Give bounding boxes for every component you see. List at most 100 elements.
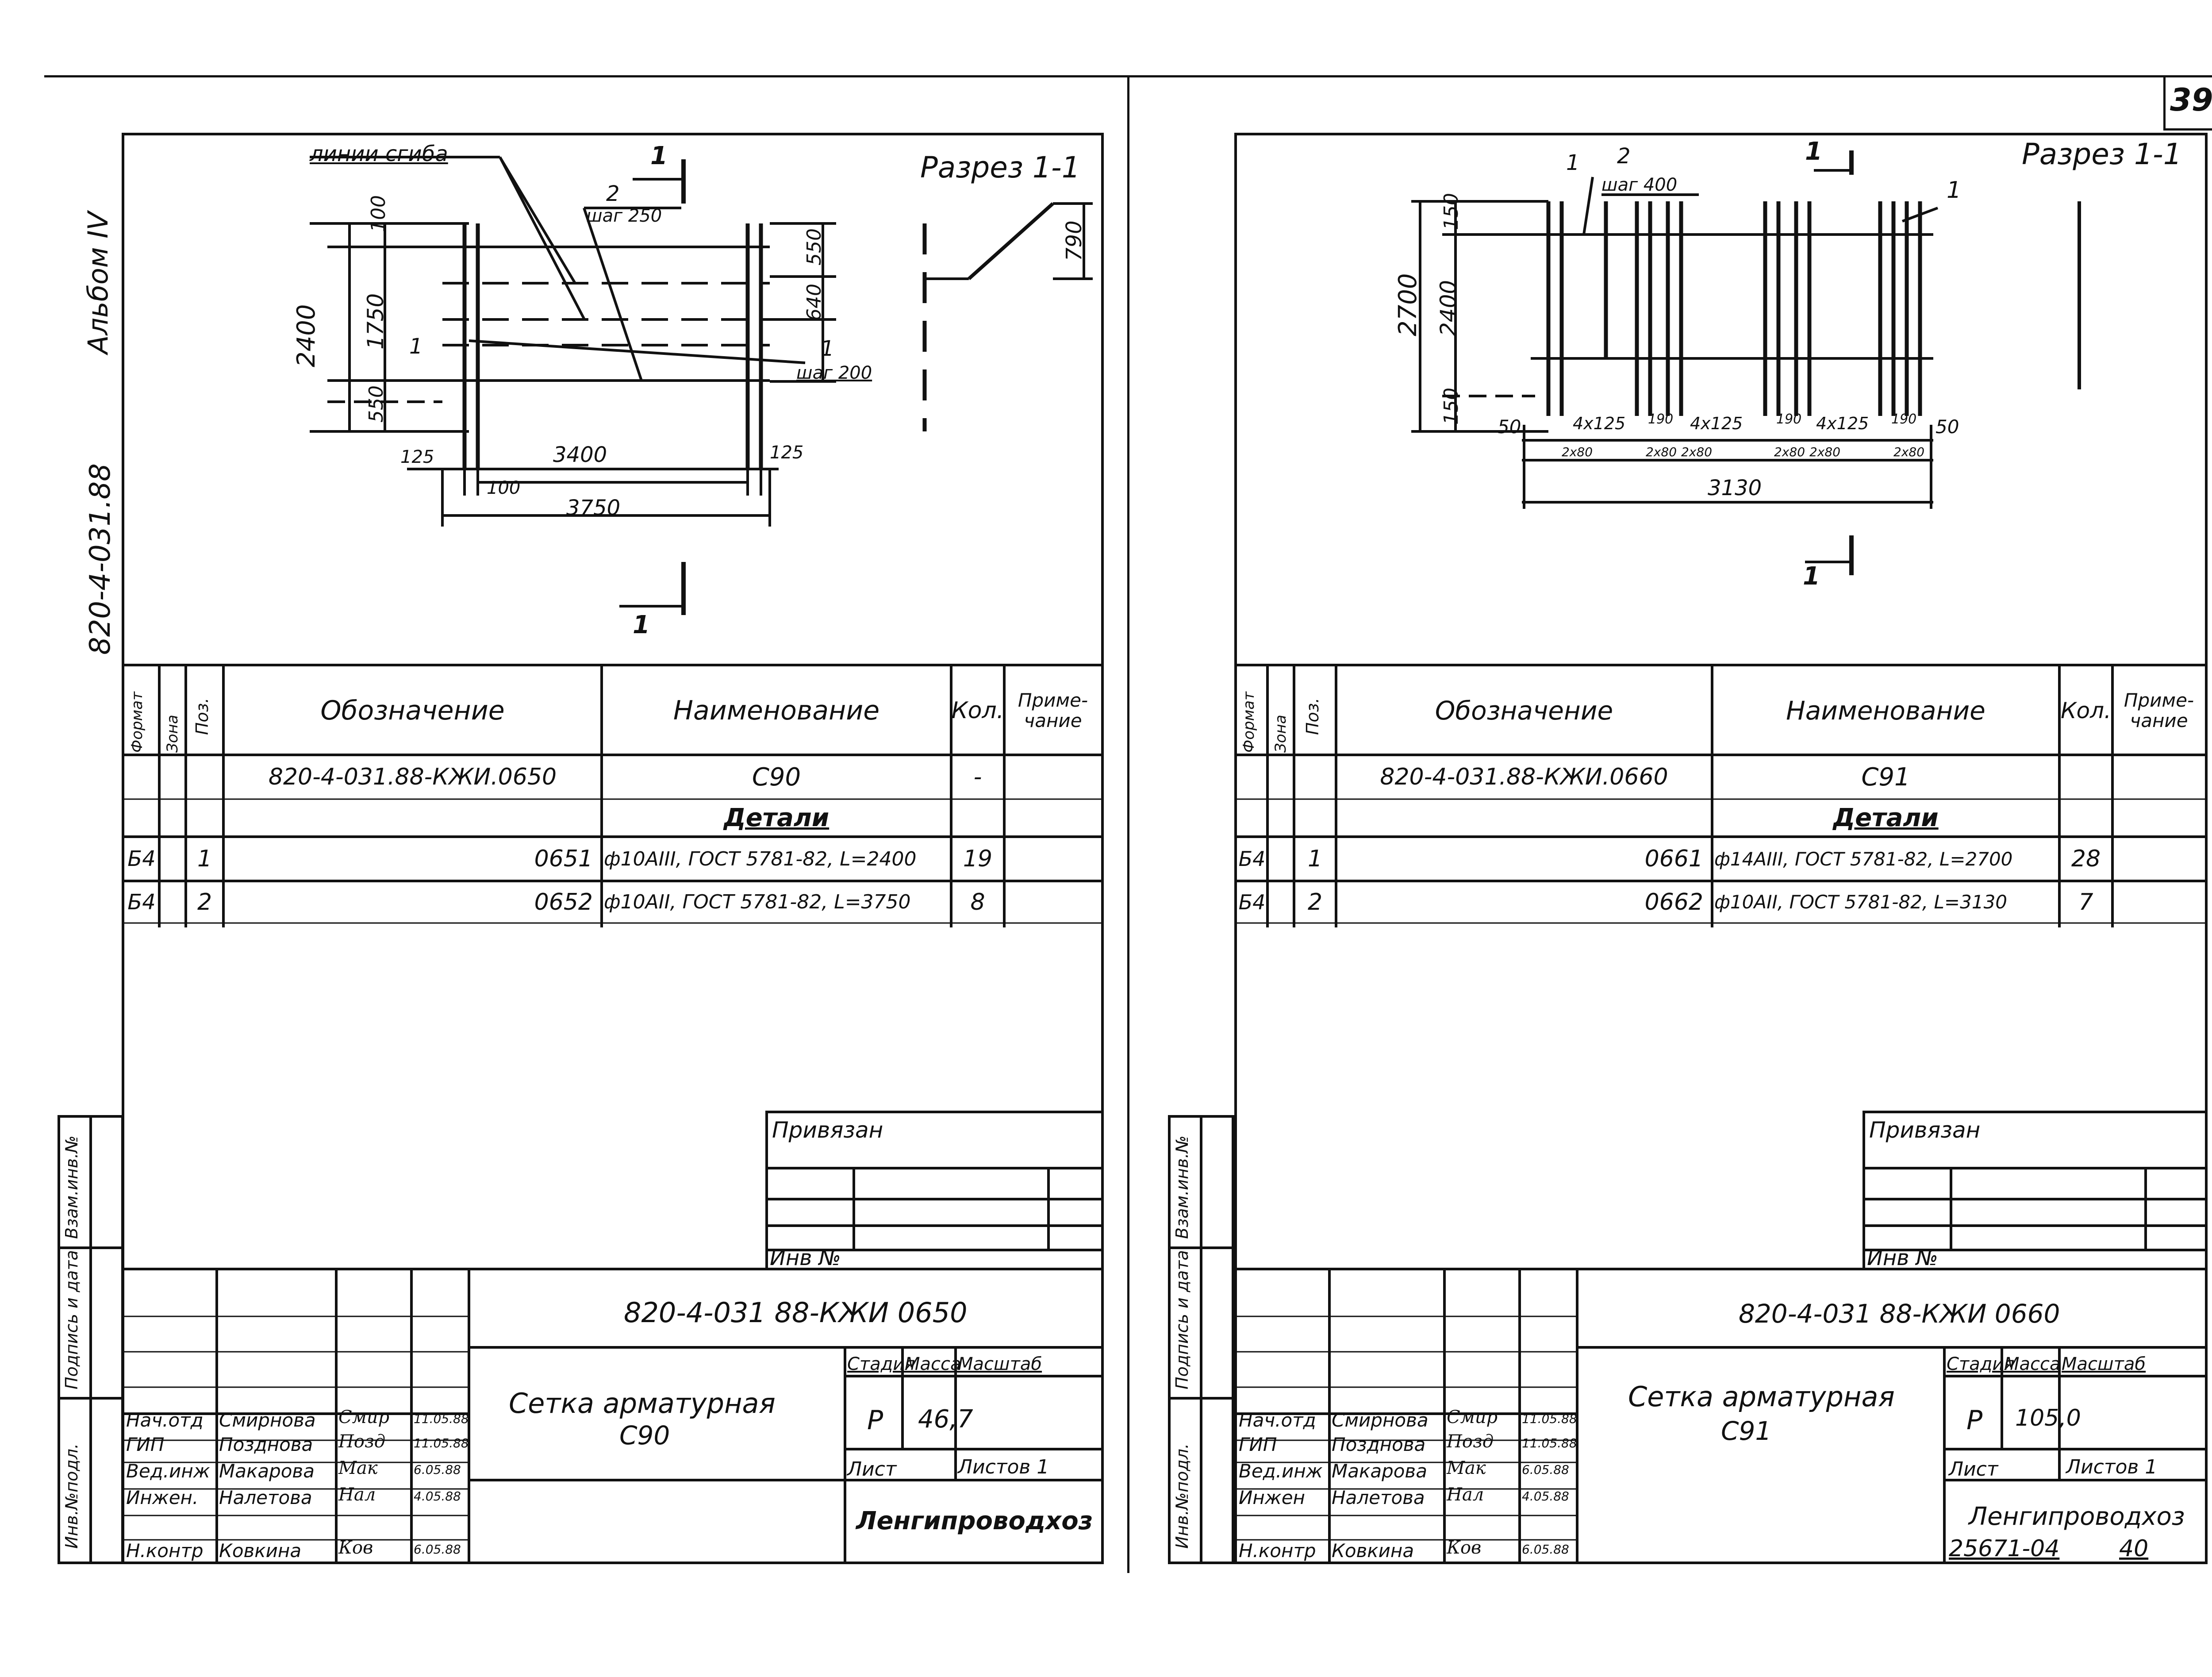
signer-date: 11.05.88	[414, 1436, 469, 1450]
dim-50-right: 50	[1936, 416, 1959, 438]
dim-2x80-c: 2x80	[1681, 445, 1713, 459]
mass-header: Масса	[2004, 1354, 2061, 1374]
header-note: Приме-чание	[1018, 689, 1088, 731]
row3-pos: 2	[197, 889, 212, 915]
dim-2700: 2700	[1394, 273, 1422, 336]
bottom-num: 40	[2119, 1535, 2149, 1562]
dim-2x80-e: 2x80	[1809, 445, 1841, 459]
mass-value: 105,0	[2015, 1405, 2081, 1431]
signer-name: Позднова	[1332, 1434, 1426, 1455]
row3-designation: 0662	[1644, 889, 1703, 915]
marker-2: 2	[1617, 144, 1631, 169]
dim-190-b: 190	[1776, 412, 1802, 427]
left-side-stamp	[58, 1115, 124, 1564]
header-note: Приме-чание	[2124, 689, 2194, 731]
bend-lines-label: линии сгиба	[310, 142, 448, 166]
marker-1-right: 1	[1947, 177, 1962, 204]
row1-name: Детали	[1833, 804, 1939, 832]
signer-name: Ковкина	[1332, 1540, 1414, 1562]
marker-1-bottom: 1	[633, 611, 650, 639]
stage-value: Р	[1966, 1405, 1983, 1436]
row0-name: С90	[752, 762, 801, 792]
step-200: шаг 200	[796, 363, 872, 383]
title-line1: Сетка арматурная	[1628, 1381, 1895, 1413]
scale-header: Масштаб	[958, 1354, 1042, 1374]
dim-100-bot: 100	[487, 478, 521, 498]
signer-date: 6.05.88	[1522, 1462, 1569, 1477]
row2-format: Б4	[1238, 847, 1266, 871]
marker-1-arrow: 1	[1805, 137, 1822, 166]
row0-designation: 820-4-031.88-КЖИ.0650	[268, 764, 557, 790]
title-line2: С90	[619, 1420, 670, 1450]
signer-sign: Ков	[1447, 1538, 1482, 1558]
signer-date: 11.05.88	[1522, 1412, 1577, 1426]
org-name: Ленгипроводхоз	[1969, 1502, 2185, 1531]
header-format: Формат	[1240, 692, 1258, 753]
signer-date: 6.05.88	[414, 1462, 461, 1477]
signer-sign: Смир	[338, 1407, 390, 1427]
row2-qty: 28	[2071, 846, 2101, 872]
signer-name: Налетова	[219, 1487, 312, 1508]
signer-name: Ковкина	[219, 1540, 302, 1562]
step-400: шаг 400	[1601, 175, 1678, 195]
row3-name: ф10АII, ГОСТ 5781-82, L=3130	[1714, 891, 2008, 913]
top-rule	[44, 75, 2212, 77]
row3-format: Б4	[127, 889, 156, 915]
spec-table: Формат Зона Поз. Обозначение Наименовани…	[124, 664, 1102, 927]
stage-header: Стадия	[1947, 1354, 2015, 1374]
signer-role: Инжен.	[126, 1487, 199, 1508]
dim-2x80-b: 2x80	[1646, 445, 1677, 459]
left-frame	[122, 133, 1104, 1564]
mass-value: 46,7	[918, 1405, 973, 1434]
signer-role: Н.контр	[126, 1540, 204, 1562]
row2-qty: 19	[963, 846, 993, 872]
side-stamp-inv: Инв.№подл.	[1172, 1443, 1192, 1549]
header-zone: Зона	[1272, 715, 1290, 753]
dim-3750: 3750	[566, 496, 621, 520]
signer-sign: Позд	[1447, 1431, 1494, 1452]
signer-sign: Ков	[338, 1538, 373, 1558]
dim-3130: 3130	[1708, 476, 1762, 500]
center-divider	[1127, 77, 1129, 1573]
side-stamp-vzam: Взам.инв.№	[1172, 1135, 1192, 1239]
row2-format: Б4	[127, 846, 156, 871]
signer-date: 11.05.88	[414, 1412, 469, 1426]
sheet-header: Лист	[847, 1458, 897, 1481]
row3-designation: 0652	[534, 889, 593, 915]
inv-no-label: Инв №	[1867, 1246, 1938, 1270]
signer-name: Смирнова	[219, 1409, 316, 1431]
signer-role: Инжен	[1239, 1487, 1306, 1508]
marker-1-bottom: 1	[1803, 562, 1820, 591]
dim-125-left: 125	[400, 447, 434, 467]
dim-4x125-b: 4x125	[1690, 414, 1743, 433]
stage-value: Р	[867, 1405, 883, 1436]
marker-1: 1	[1566, 150, 1580, 175]
row3-qty: 7	[2078, 889, 2093, 915]
dim-150-top: 150	[1440, 193, 1463, 230]
header-qty: Кол.	[951, 697, 1004, 724]
signer-role: Н.контр	[1239, 1540, 1316, 1562]
signer-date: 4.05.88	[1522, 1489, 1569, 1504]
signer-role: Нач.отд	[126, 1409, 204, 1431]
signer-role: ГИП	[1239, 1434, 1277, 1455]
dim-2x80-a: 2x80	[1562, 445, 1593, 459]
signer-date: 6.05.88	[414, 1542, 461, 1557]
sheets-header: Листов 1	[2066, 1456, 2158, 1478]
header-name: Наименование	[1786, 696, 1985, 726]
signer-date: 4.05.88	[414, 1489, 461, 1504]
row3-qty: 8	[970, 889, 985, 915]
signer-sign: Смир	[1447, 1407, 1498, 1427]
header-name: Наименование	[673, 695, 880, 726]
right-frame	[1234, 133, 2208, 1564]
row2-pos: 1	[1307, 846, 1323, 872]
page-number: 39	[2170, 82, 2212, 118]
dim-150-bot: 150	[1440, 388, 1463, 425]
signer-name: Макарова	[219, 1460, 315, 1482]
signer-role: ГИП	[126, 1434, 165, 1455]
section-title: Разрез 1-1	[920, 150, 1080, 185]
marker-2: 2	[606, 181, 620, 206]
left-privyazan-block	[765, 1111, 1104, 1270]
header-designation: Обозначение	[1435, 696, 1613, 726]
